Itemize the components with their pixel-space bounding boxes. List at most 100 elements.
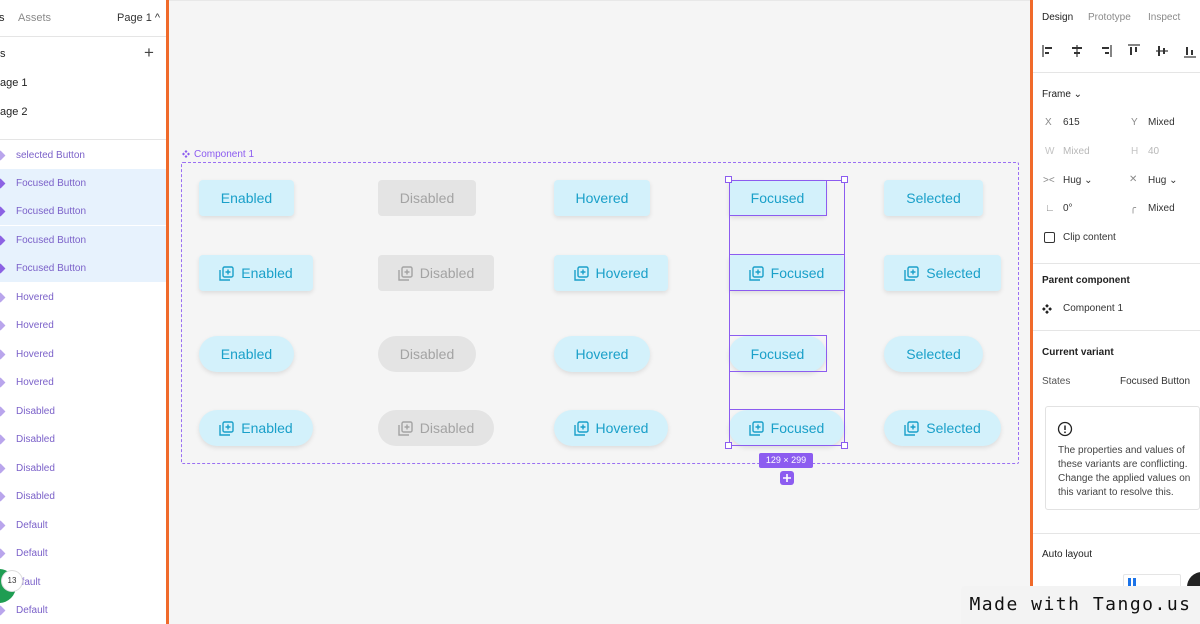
clip-content-checkbox[interactable] — [1044, 232, 1055, 243]
divider — [1033, 330, 1200, 331]
enabled-button[interactable]: Enabled — [199, 180, 294, 216]
enabled-icon-button[interactable]: Enabled — [199, 255, 313, 291]
component-icon — [0, 520, 6, 531]
selected-icon-pill-button[interactable]: Selected — [884, 410, 1001, 446]
layer-label: Disabled — [16, 491, 55, 502]
resize-handle[interactable] — [725, 176, 732, 183]
list-item[interactable]: Disabled — [0, 397, 167, 425]
y-field[interactable]: Mixed — [1148, 117, 1175, 128]
resize-handle[interactable] — [841, 176, 848, 183]
selection-box[interactable] — [729, 180, 845, 446]
enabled-icon-pill-button[interactable]: Enabled — [199, 410, 313, 446]
selected-icon-button[interactable]: Selected — [884, 255, 1001, 291]
rotation-field[interactable]: 0° — [1063, 203, 1073, 214]
hovered-icon-pill-button[interactable]: Hovered — [554, 410, 668, 446]
align-middle-icon[interactable] — [1155, 44, 1169, 58]
resize-handle[interactable] — [841, 442, 848, 449]
add-box-icon — [219, 420, 234, 436]
list-item[interactable]: Hovered — [0, 340, 167, 368]
focused-icon-button[interactable]: Focused — [729, 255, 844, 291]
layer-label: efault — [16, 577, 41, 588]
disabled-icon-pill-button[interactable]: Disabled — [378, 410, 494, 446]
selection-outline — [729, 409, 845, 446]
layer-label: Disabled — [16, 406, 55, 417]
list-item[interactable]: efault — [0, 568, 167, 596]
list-item[interactable]: Default — [0, 511, 167, 539]
hug-width-select[interactable]: Hug ⌄ — [1063, 175, 1093, 186]
hovered-button[interactable]: Hovered — [554, 180, 650, 216]
list-item[interactable]: Disabled — [0, 482, 167, 510]
auto-layout-icon — [1128, 578, 1136, 590]
add-box-icon — [748, 420, 764, 436]
selected-pill-button[interactable]: Selected — [884, 336, 983, 372]
add-box-icon — [219, 265, 234, 281]
page-item-2[interactable]: age 2 — [0, 106, 28, 118]
tab-layers[interactable]: s — [0, 12, 5, 24]
x-label: X — [1045, 117, 1052, 128]
warning-text: The properties and values of these varia… — [1058, 445, 1191, 498]
align-left-icon[interactable] — [1042, 44, 1056, 58]
list-item[interactable]: Default — [0, 539, 167, 567]
corner-radius-icon: ╭ — [1130, 203, 1137, 214]
tab-design[interactable]: Design — [1042, 12, 1074, 23]
page-selector[interactable]: Page 1 ^ — [117, 12, 161, 24]
plus-icon[interactable]: + — [144, 43, 154, 62]
layer-label: Focused Button — [16, 263, 87, 274]
tab-assets[interactable]: Assets — [18, 12, 52, 24]
button-label: Enabled — [241, 420, 293, 436]
add-variant-button[interactable] — [780, 471, 794, 485]
plus-icon — [783, 474, 791, 482]
hovered-pill-button[interactable]: Hovered — [554, 336, 650, 372]
list-item[interactable]: Default — [0, 596, 167, 624]
align-center-icon[interactable] — [1070, 44, 1084, 58]
resize-handle[interactable] — [725, 442, 732, 449]
layers-panel: s Assets Page 1 ^ s + age 1 age 2 select… — [0, 0, 167, 624]
frame-header[interactable]: Frame ⌄ — [1042, 89, 1083, 100]
align-right-icon[interactable] — [1098, 44, 1112, 58]
disabled-button[interactable]: Disabled — [378, 180, 476, 216]
add-box-icon — [398, 265, 413, 281]
states-select[interactable]: Focused Button — [1120, 376, 1191, 387]
list-item[interactable]: Focused Button — [0, 254, 167, 282]
list-item[interactable]: Disabled — [0, 425, 167, 453]
focused-button[interactable]: Focused — [729, 180, 826, 216]
h-label: H — [1131, 146, 1139, 157]
focused-pill-button[interactable]: Focused — [729, 336, 826, 372]
focused-icon-pill-button[interactable]: Focused — [729, 410, 844, 446]
disabled-icon-button[interactable]: Disabled — [378, 255, 494, 291]
hug-height-select[interactable]: Hug ⌄ — [1148, 175, 1178, 186]
component-set-frame[interactable] — [181, 162, 1019, 464]
layer-label: Focused Button — [16, 178, 87, 189]
w-field[interactable]: Mixed — [1063, 146, 1090, 157]
align-top-icon[interactable] — [1127, 44, 1141, 58]
y-label: Y — [1131, 117, 1138, 128]
hovered-icon-button[interactable]: Hovered — [554, 255, 668, 291]
selected-button[interactable]: Selected — [884, 180, 983, 216]
page-item-1[interactable]: age 1 — [0, 77, 28, 89]
h-field[interactable]: 40 — [1148, 146, 1160, 157]
list-item[interactable]: selected Button — [0, 141, 167, 169]
radius-field[interactable]: Mixed — [1148, 203, 1175, 214]
button-label: Hovered — [595, 420, 649, 436]
layer-label: Default — [16, 548, 48, 559]
button-label: Focused — [770, 265, 825, 281]
list-item[interactable]: Hovered — [0, 368, 167, 396]
list-item[interactable]: Focused Button — [0, 197, 167, 225]
parent-component-link[interactable]: Component 1 — [1063, 303, 1124, 314]
tab-inspect[interactable]: Inspect — [1148, 12, 1181, 23]
canvas[interactable] — [169, 0, 1030, 624]
component-label[interactable]: Component 1 — [182, 149, 254, 160]
tab-prototype[interactable]: Prototype — [1088, 12, 1131, 23]
disabled-pill-button[interactable]: Disabled — [378, 336, 476, 372]
align-bottom-icon[interactable] — [1183, 44, 1197, 58]
selection-outline — [729, 254, 845, 291]
list-item[interactable]: Hovered — [0, 283, 167, 311]
list-item[interactable]: Focused Button — [0, 226, 167, 254]
list-item[interactable]: Hovered — [0, 311, 167, 339]
x-field[interactable]: 615 — [1063, 117, 1080, 128]
watermark: Made with Tango.us — [961, 586, 1200, 624]
list-item[interactable]: Disabled — [0, 454, 167, 482]
list-item[interactable]: Focused Button — [0, 169, 167, 197]
enabled-pill-button[interactable]: Enabled — [199, 336, 294, 372]
notification-badge[interactable]: 13 — [2, 571, 22, 591]
